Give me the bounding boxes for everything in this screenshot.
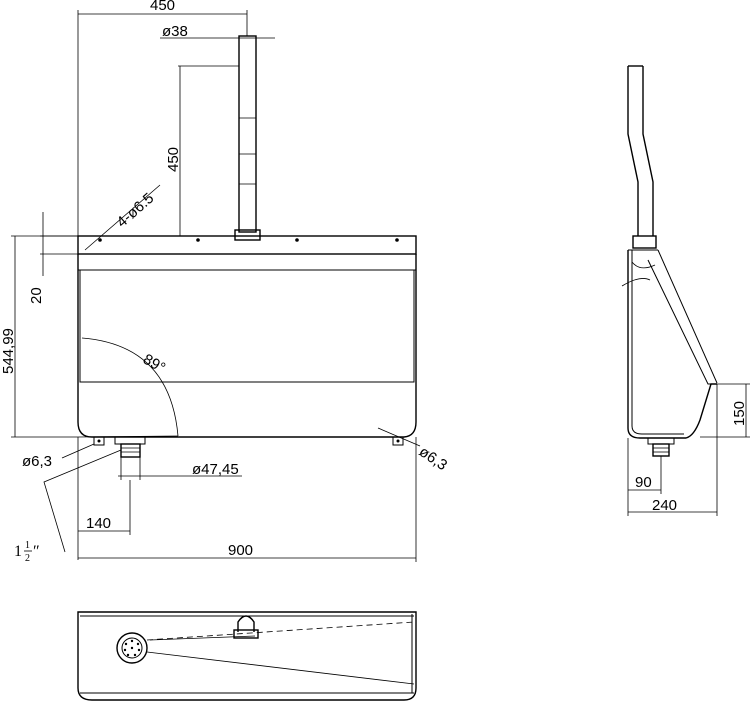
mount-hole [98, 238, 102, 242]
top-pipe-nut [233, 629, 259, 639]
top-outline [77, 611, 417, 701]
dim-rim: 20 [28, 287, 45, 304]
front-view: 450 ø38 450 4-ø6.5 20 544,99 89° ø6,3 ø6… [0, 0, 450, 564]
side-diagonal [647, 259, 717, 385]
outlet-flange [114, 436, 146, 445]
dim-side-height: 150 [731, 401, 748, 426]
drain-holes [123, 639, 141, 657]
dim-total-height: 544,99 [0, 328, 17, 374]
leader-line [43, 449, 122, 553]
dim-hole-right: ø6,3 [416, 443, 450, 474]
thread-whole: 1 [14, 543, 22, 560]
side-curve [621, 278, 651, 287]
mount-hole [196, 238, 200, 242]
side-diagonal-back [657, 249, 718, 384]
front-top-plate [77, 235, 417, 255]
dim-side-depth: 240 [652, 497, 677, 514]
mount-hole [295, 238, 299, 242]
outlet-thread [120, 443, 141, 458]
side-outlet-thread [652, 443, 670, 457]
thread-num: 1 [25, 540, 30, 551]
leader-line [377, 427, 421, 447]
front-body-panel [79, 270, 415, 383]
dim-hole-left: ø6,3 [22, 453, 52, 470]
dim-pipe-height: 450 [165, 147, 182, 172]
slope-line [146, 621, 415, 641]
side-curve [631, 261, 656, 269]
drain-inner [121, 637, 143, 659]
slope-line [146, 651, 415, 685]
mount-hole [395, 238, 399, 242]
dim-overall-width: 900 [228, 542, 253, 559]
dim-pipe-diameter: ø38 [162, 23, 188, 40]
pipe-nut [234, 229, 261, 241]
dim-outlet-diameter: ø47,45 [192, 461, 239, 478]
thread-den: 2 [25, 553, 30, 564]
thread-inch: ″ [33, 543, 40, 560]
tab-hole [97, 439, 101, 443]
dim-holes: 4-ø6.5 [113, 190, 157, 231]
angle-arc [81, 337, 179, 437]
side-pipe-nut [632, 235, 657, 249]
dim-side-outlet: 90 [635, 474, 652, 491]
side-pipe-left [627, 66, 639, 236]
side-outlet-flange [647, 437, 675, 445]
drain-outer [116, 632, 148, 664]
tab-hole [396, 439, 400, 443]
standpipe [238, 35, 257, 233]
side-body-inner [631, 250, 684, 435]
slope-line [149, 635, 256, 641]
dim-outlet-offset: 140 [86, 515, 111, 532]
front-body-outline [77, 254, 417, 438]
side-pipe-right [642, 66, 654, 236]
leader-line [84, 184, 161, 251]
top-pipe [237, 615, 255, 632]
side-view: 150 90 240 [621, 65, 750, 516]
dim-top-width: 450 [150, 0, 175, 14]
angle-leg [77, 435, 179, 438]
top-view [77, 611, 417, 701]
side-body-outline [627, 250, 717, 439]
dim-angle: 89° [140, 351, 168, 377]
